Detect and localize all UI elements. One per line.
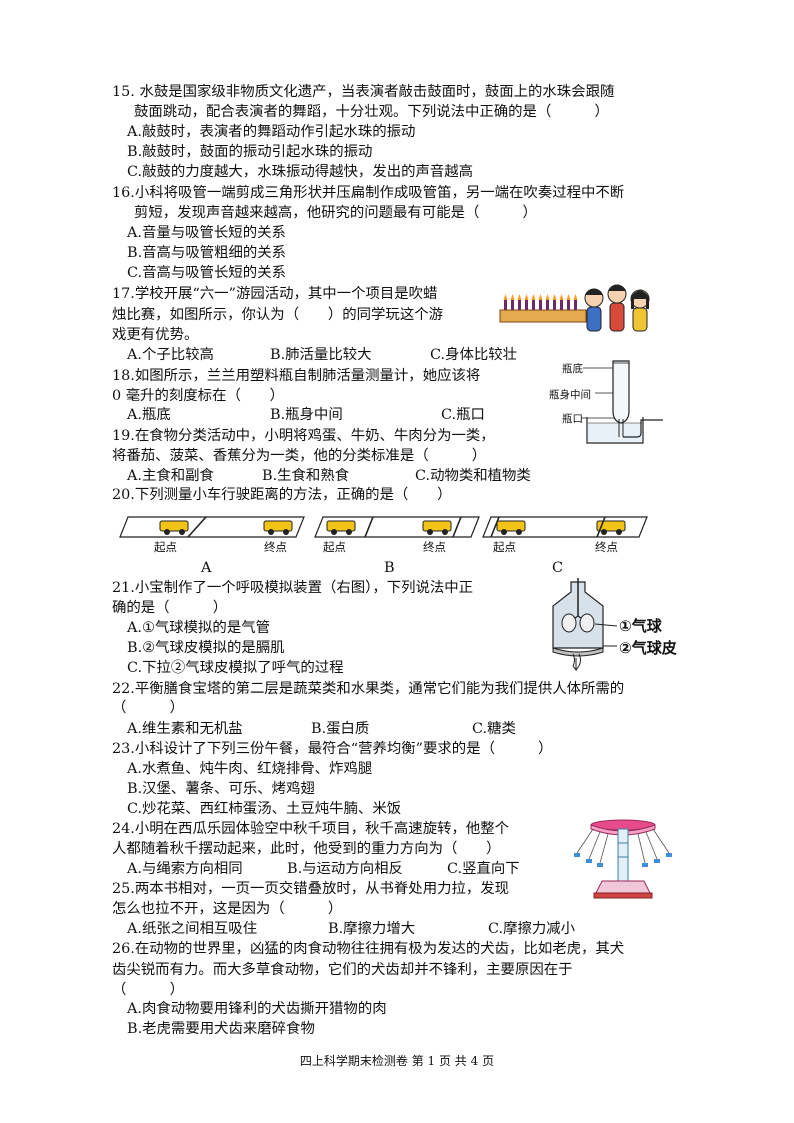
- q18-stem-line-1: 18.如图所示，兰兰用塑料瓶自制肺活量测量计，她应该将: [112, 368, 481, 384]
- q16-option-c: C.音高与吸管长短的关系: [127, 265, 286, 281]
- track-option-a: A: [201, 560, 212, 576]
- track-option-c: C: [552, 560, 564, 576]
- label-balloon-skin: ②气球皮: [619, 639, 677, 657]
- q25-option-c: C.摩擦力减小: [488, 921, 576, 937]
- track-figure-a: 起点 终点: [118, 513, 310, 554]
- q24-option-c: C.竖直向下: [447, 861, 520, 877]
- q26-option-a: A.肉食动物要用锋利的犬齿撕开猎物的肉: [127, 1001, 387, 1017]
- bottle-spirometer-figure: 瓶底 瓶身中间 瓶口: [545, 355, 670, 450]
- track-b-start-label: 起点: [323, 540, 346, 554]
- track-figure-c: 起点 终点: [481, 513, 651, 554]
- label-bottle-mouth: 瓶口: [562, 413, 583, 425]
- q24-stem-line-2: 人都随着秋千摆动起来，此时，他受到的重力方向为（ ）: [112, 841, 501, 857]
- q26-stem-line-3: （ ）: [112, 982, 184, 998]
- track-b-end-label: 终点: [423, 540, 446, 554]
- q21-option-a: A.①气球模拟的是气管: [127, 620, 270, 636]
- q18-option-a: A.瓶底: [127, 407, 171, 423]
- q17-stem-line-2: 烛比赛，如图所示，你认为（ ）的同学玩这个游: [112, 307, 443, 323]
- q22-option-c: C.糖类: [472, 721, 516, 737]
- track-figure-b: 起点 终点: [313, 513, 483, 554]
- breathing-model-figure: ①气球 ②气球皮: [545, 578, 705, 673]
- track-option-b: B: [384, 560, 395, 576]
- track-c-end-label: 终点: [595, 540, 618, 554]
- q25-option-a: A.纸张之间相互吸住: [127, 921, 258, 937]
- q23-option-b: B.汉堡、薯条、可乐、烤鸡翅: [127, 781, 315, 797]
- label-balloon: ①气球: [619, 617, 662, 635]
- q20-stem: 20.下列测量小车行驶距离的方法，正确的是（ ）: [112, 487, 452, 503]
- q22-stem-line-2: （ ）: [112, 700, 184, 716]
- q17-option-c: C.身体比较壮: [430, 347, 518, 363]
- q18-option-b: B.瓶身中间: [270, 407, 343, 423]
- label-bottle-middle: 瓶身中间: [549, 389, 591, 401]
- q23-option-a: A.水煮鱼、炖牛肉、红烧排骨、炸鸡腿: [127, 761, 373, 777]
- page-footer: 四上科学期末检测卷 第 1 页 共 4 页: [299, 1054, 495, 1068]
- q18-option-c: C.瓶口: [441, 407, 485, 423]
- q19-option-b: B.生食和熟食: [262, 468, 350, 484]
- q26-option-b: B.老虎需要用犬齿来磨碎食物: [127, 1021, 315, 1037]
- q19-stem-line-2: 将番茄、菠菜、香蕉分为一类，他的分类标准是（ ）: [112, 448, 487, 464]
- q18-stem-line-2: 0 毫升的刻度标在（ ）: [112, 388, 285, 404]
- track-a-start-label: 起点: [154, 540, 177, 554]
- q22-stem-line-1: 22.平衡膳食宝塔的第二层是蔬菜类和水果类，通常它们能为我们提供人体所需的: [112, 681, 625, 697]
- q25-stem-line-2: 怎么也拉不开，这是因为（ ）: [112, 901, 343, 917]
- q16-stem-line-1: 16.小科将吸管一端剪成三角形状并压扁制作成吸管笛，另一端在吹奏过程中不断: [112, 185, 625, 201]
- track-a-end-label: 终点: [264, 540, 287, 554]
- q19-option-a: A.主食和副食: [127, 468, 214, 484]
- q16-stem-line-2: 剪短，发现声音越来越高，他研究的问题最有可能是（ ）: [134, 205, 537, 221]
- q22-option-b: B.蛋白质: [311, 721, 370, 737]
- q21-stem-line-2: 确的是（ ）: [112, 600, 228, 616]
- q24-option-b: B.与运动方向相反: [287, 861, 403, 877]
- q23-stem: 23.小科设计了下列三份午餐，最符合“营养均衡”要求的是（ ）: [112, 741, 553, 757]
- q21-stem-line-1: 21.小宝制作了一个呼吸模拟装置（右图），下列说法中正: [112, 580, 474, 596]
- q16-option-b: B.音高与吸管粗细的关系: [127, 245, 287, 261]
- q24-option-a: A.与绳索方向相同: [127, 861, 243, 877]
- q25-stem-line-1: 25.两本书相对，一页一页交错叠放时，从书脊处用力拉，发现: [112, 881, 510, 897]
- q15-option-c: C.敲鼓的力度越大，水珠振动得越快，发出的声音越高: [127, 164, 474, 180]
- q15-stem-line-1: 15. 水鼓是国家级非物质文化遗产，当表演者敲击鼓面时，鼓面上的水珠会跟随: [112, 84, 615, 100]
- q17-option-a: A.个子比较高: [127, 347, 214, 363]
- q15-option-a: A.敲鼓时，表演者的舞蹈动作引起水珠的振动: [127, 124, 416, 140]
- q19-option-c: C.动物类和植物类: [415, 468, 531, 484]
- q17-option-b: B.肺活量比较大: [270, 347, 372, 363]
- q15-option-b: B.敲鼓时，鼓面的振动引起水珠的振动: [127, 144, 373, 160]
- q22-option-a: A.维生素和无机盐: [127, 721, 243, 737]
- q17-stem-line-1: 17.学校开展“六一”游园活动，其中一个项目是吹蜡: [112, 286, 438, 302]
- q17-stem-line-3: 戏更有优势。: [112, 327, 199, 343]
- q26-stem-line-1: 26.在动物的世界里，凶猛的肉食动物往往拥有极为发达的犬齿，比如老虎，其犬: [112, 941, 625, 957]
- q26-stem-line-2: 齿尖锐而有力。而大多草食动物，它们的犬齿却并不锋利，主要原因在于: [112, 962, 573, 978]
- q25-option-b: B.摩擦力增大: [328, 921, 416, 937]
- q21-option-c: C.下拉②气球皮模拟了呼气的过程: [127, 660, 344, 676]
- label-bottle-bottom: 瓶底: [562, 363, 583, 375]
- q21-option-b: B.②气球皮模拟的是膈肌: [127, 640, 285, 656]
- candle-blowing-figure: [499, 284, 650, 332]
- q15-stem-line-2: 鼓面跳动，配合表演者的舞蹈，十分壮观。下列说法中正确的是（ ）: [134, 104, 609, 120]
- q23-option-c: C.炒花菜、西红柿蛋汤、土豆炖牛腩、米饭: [127, 801, 402, 817]
- q19-stem-line-1: 19.在食物分类活动中，小明将鸡蛋、牛奶、牛肉分为一类，: [112, 428, 495, 444]
- track-c-start-label: 起点: [493, 540, 516, 554]
- q16-option-a: A.音量与吸管长短的关系: [127, 225, 286, 241]
- q24-stem-line-1: 24.小明在西瓜乐园体验空中秋千项目，秋千高速旋转，他整个: [112, 821, 510, 837]
- swing-ride-figure: [574, 819, 672, 899]
